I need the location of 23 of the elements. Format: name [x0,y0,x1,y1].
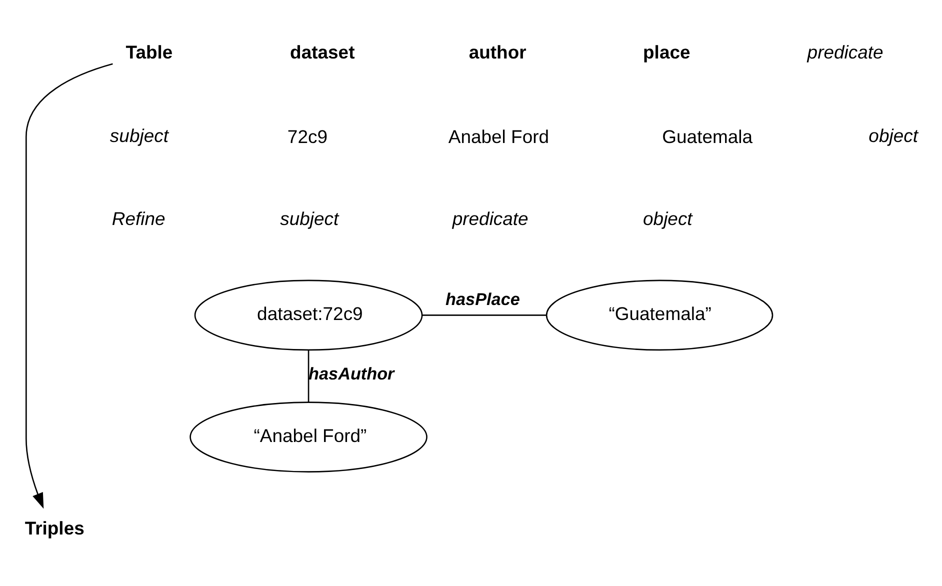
label: object [868,124,918,146]
label: Anabel Ford [448,126,549,148]
label: dataset [290,42,354,63]
label: subject [109,124,168,146]
node-ellipse: “Anabel Ford” [189,402,427,472]
label: Refine [111,208,165,229]
label: subject [280,208,338,229]
edge-label: hasPlace [445,289,520,310]
node-text: Table [125,42,172,63]
label: predicate [452,208,528,229]
connector [422,314,546,316]
label: Guatemala [662,126,752,148]
node-text: Triples [24,518,84,539]
arrow [25,63,112,509]
label: predicate [806,42,883,63]
label: author [468,42,526,63]
node-ellipse: “Guatemala” [545,280,773,351]
edge-label: hasAuthor [308,363,394,384]
label: 72c9 [286,126,327,148]
label: object [642,208,692,229]
node-ellipse: dataset:72c9 [194,280,422,351]
label: place [642,42,690,63]
connector [307,350,309,402]
